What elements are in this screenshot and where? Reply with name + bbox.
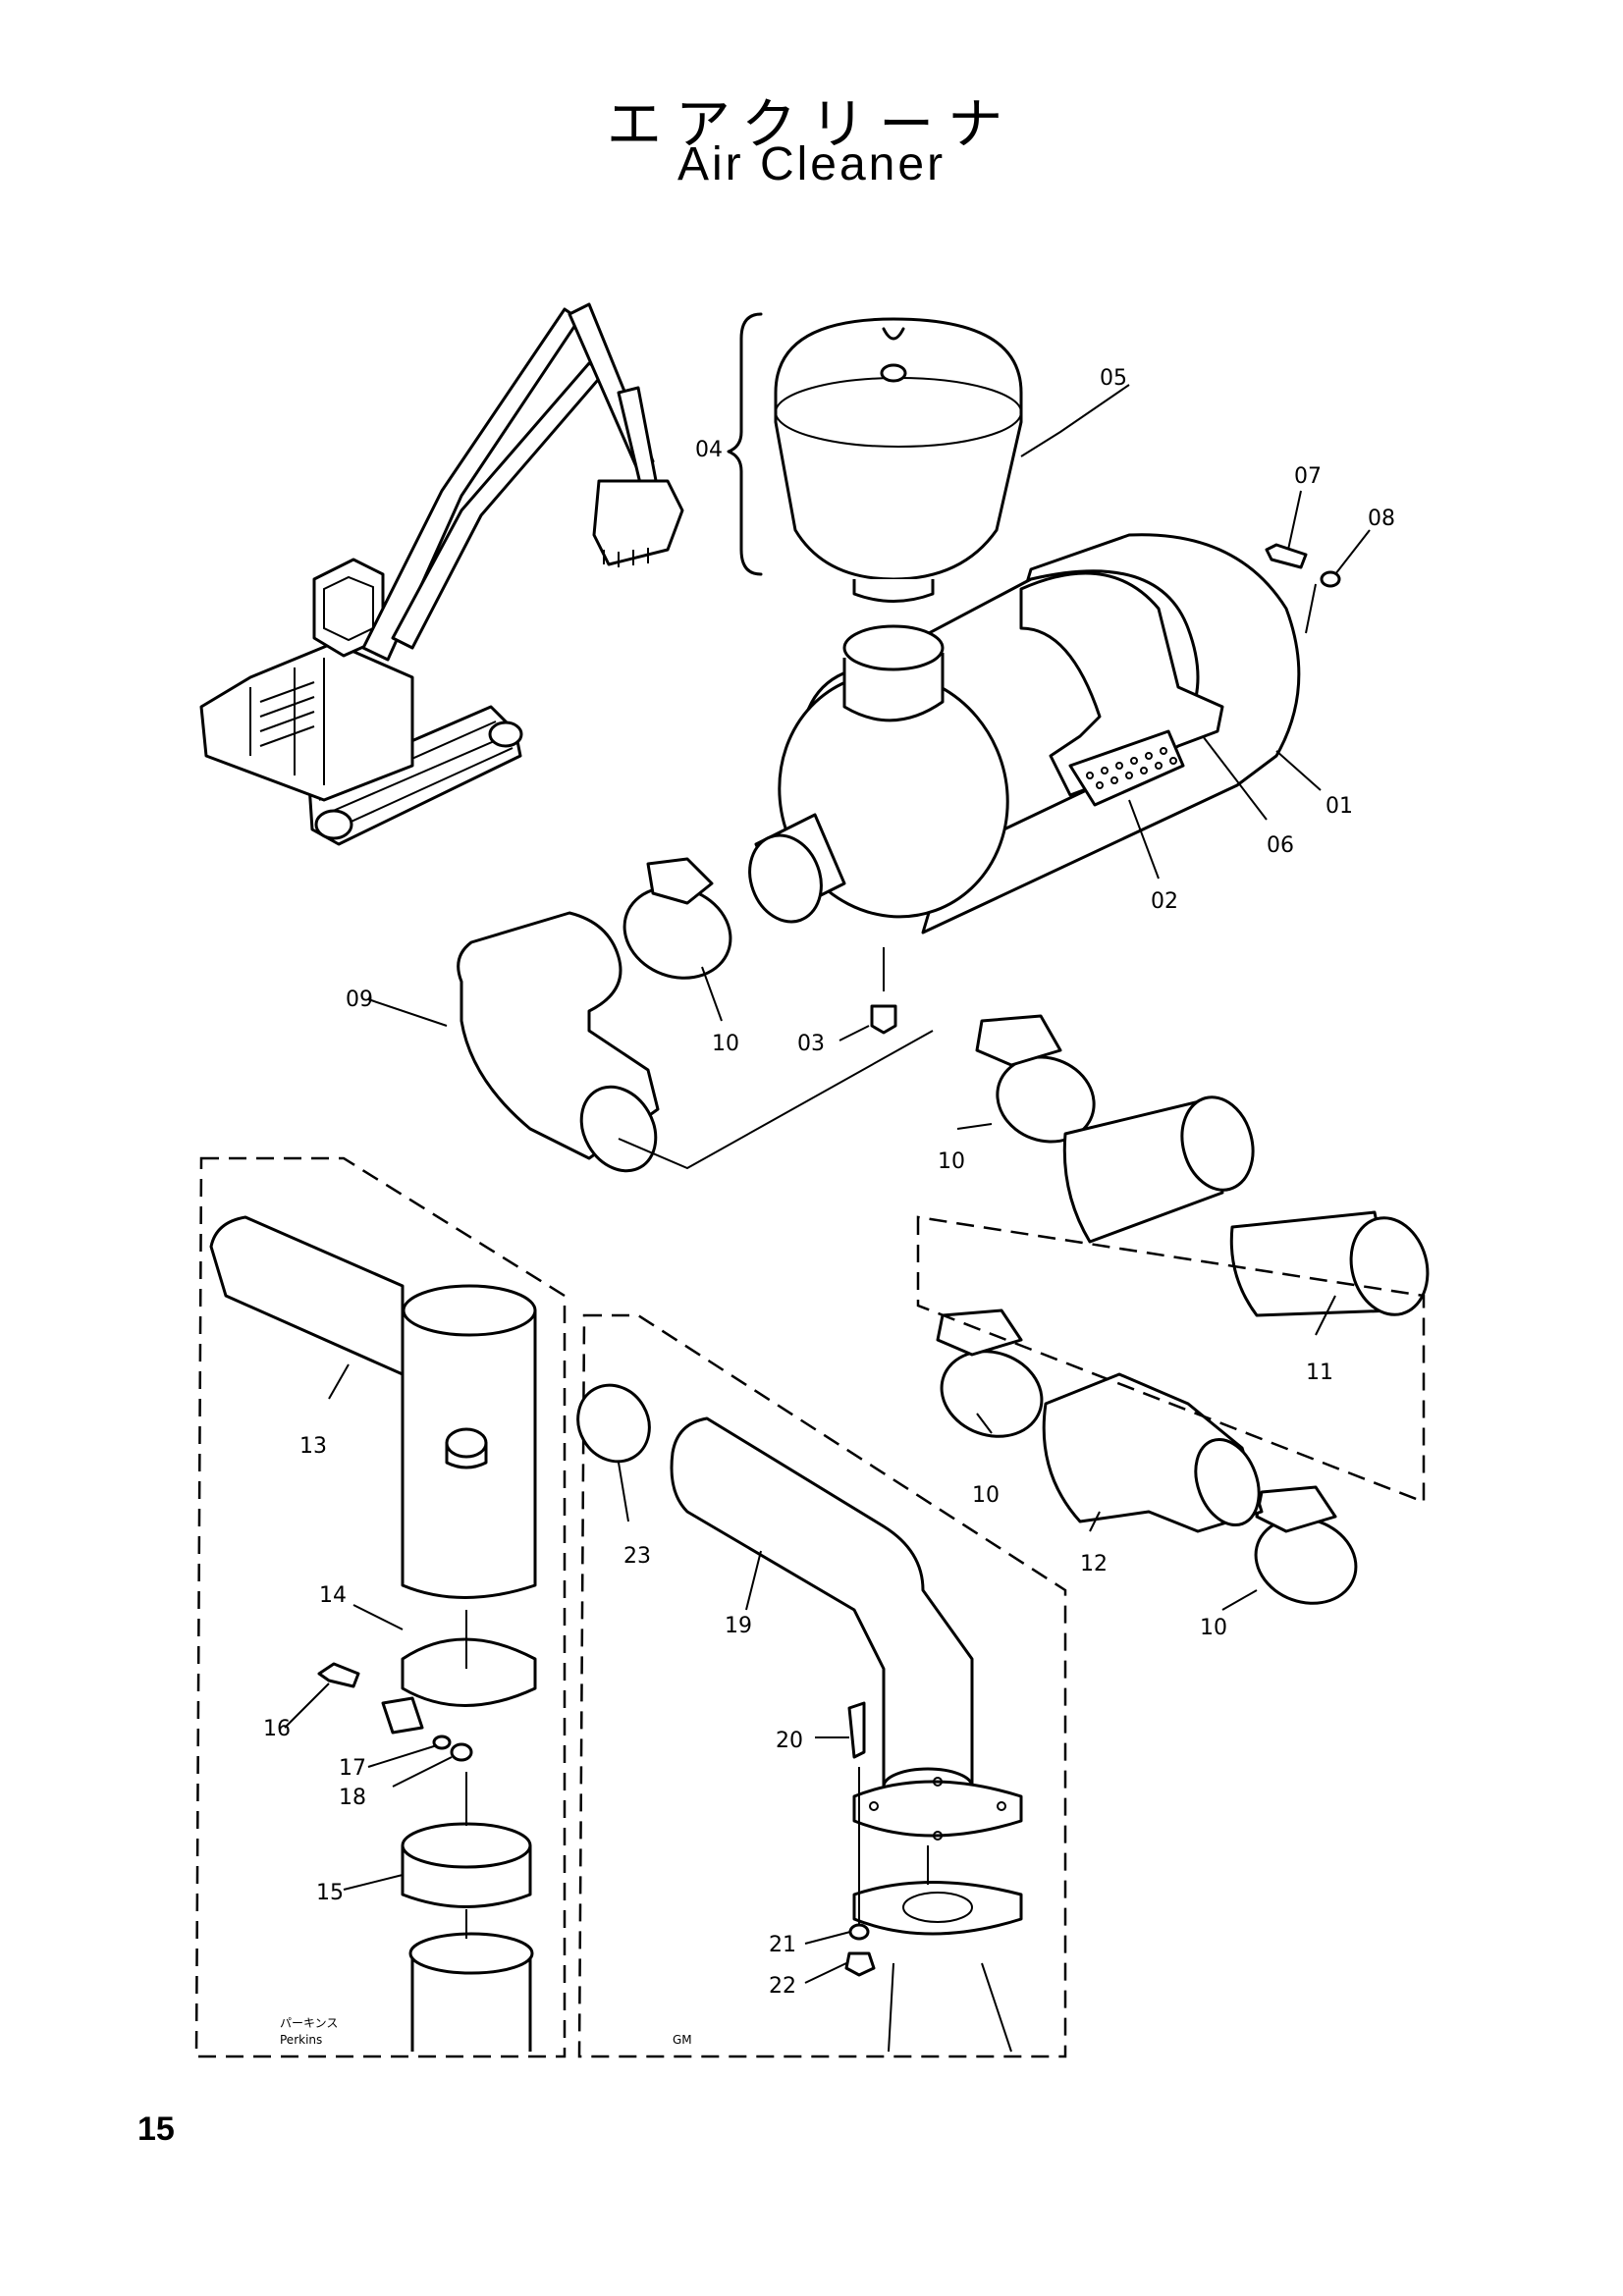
part-label-10d: 10 bbox=[1200, 1616, 1227, 1640]
straight-hose bbox=[1062, 1095, 1430, 1317]
part-label-18: 18 bbox=[339, 1786, 366, 1810]
part-label-15: 15 bbox=[316, 1881, 344, 1905]
part-label-02: 02 bbox=[1151, 889, 1178, 914]
part-label-21: 21 bbox=[769, 1933, 796, 1957]
part-label-23: 23 bbox=[623, 1544, 651, 1569]
adapter bbox=[1042, 1372, 1264, 1533]
part-label-06: 06 bbox=[1267, 833, 1294, 858]
part-label-12: 12 bbox=[1080, 1552, 1108, 1576]
part-label-20: 20 bbox=[776, 1729, 803, 1753]
part-label-05: 05 bbox=[1100, 366, 1127, 391]
part-label-01: 01 bbox=[1325, 794, 1353, 819]
part-label-19: 19 bbox=[725, 1614, 752, 1638]
hose-clamps bbox=[622, 857, 1358, 1605]
perkins-group-outline bbox=[194, 1156, 567, 2058]
elbow-hose bbox=[457, 911, 934, 1173]
part-label-10b: 10 bbox=[938, 1149, 965, 1174]
optional-group-outline bbox=[916, 1215, 1426, 1504]
air-cleaner-body bbox=[748, 533, 1341, 1035]
part-label-14: 14 bbox=[319, 1583, 347, 1608]
part-label-07: 07 bbox=[1294, 464, 1322, 489]
part-label-09: 09 bbox=[346, 988, 373, 1012]
part-label-13: 13 bbox=[299, 1434, 327, 1459]
perkins-label-jp: パーキンス bbox=[280, 2016, 338, 2030]
leader-lines bbox=[284, 384, 1371, 1984]
perkins-clamp-parts bbox=[317, 1610, 537, 2052]
filter-cover bbox=[727, 312, 1023, 603]
gm-pipe bbox=[576, 1383, 1023, 2053]
page-number: 15 bbox=[137, 2110, 175, 2148]
part-label-11: 11 bbox=[1306, 1361, 1333, 1385]
perkins-label-en: Perkins bbox=[280, 2033, 322, 2047]
excavator-illustration bbox=[199, 302, 684, 846]
gm-group-outline bbox=[577, 1313, 1067, 2058]
part-label-16: 16 bbox=[263, 1717, 291, 1741]
part-label-04: 04 bbox=[695, 438, 723, 462]
perkins-pipe bbox=[209, 1215, 537, 1599]
part-label-22: 22 bbox=[769, 1974, 796, 1999]
part-labels: 05 04 07 08 01 06 02 03 09 10 10 11 10 1… bbox=[263, 366, 1395, 2047]
gm-label: GM bbox=[673, 2033, 692, 2047]
part-label-10c: 10 bbox=[972, 1483, 1000, 1508]
part-label-10a: 10 bbox=[712, 1032, 739, 1056]
part-label-03: 03 bbox=[797, 1032, 825, 1056]
part-label-17: 17 bbox=[339, 1756, 366, 1781]
title-japanese: エアクリーナ bbox=[606, 93, 1017, 157]
part-label-08: 08 bbox=[1368, 507, 1395, 531]
title-english: Air Cleaner bbox=[676, 138, 947, 190]
